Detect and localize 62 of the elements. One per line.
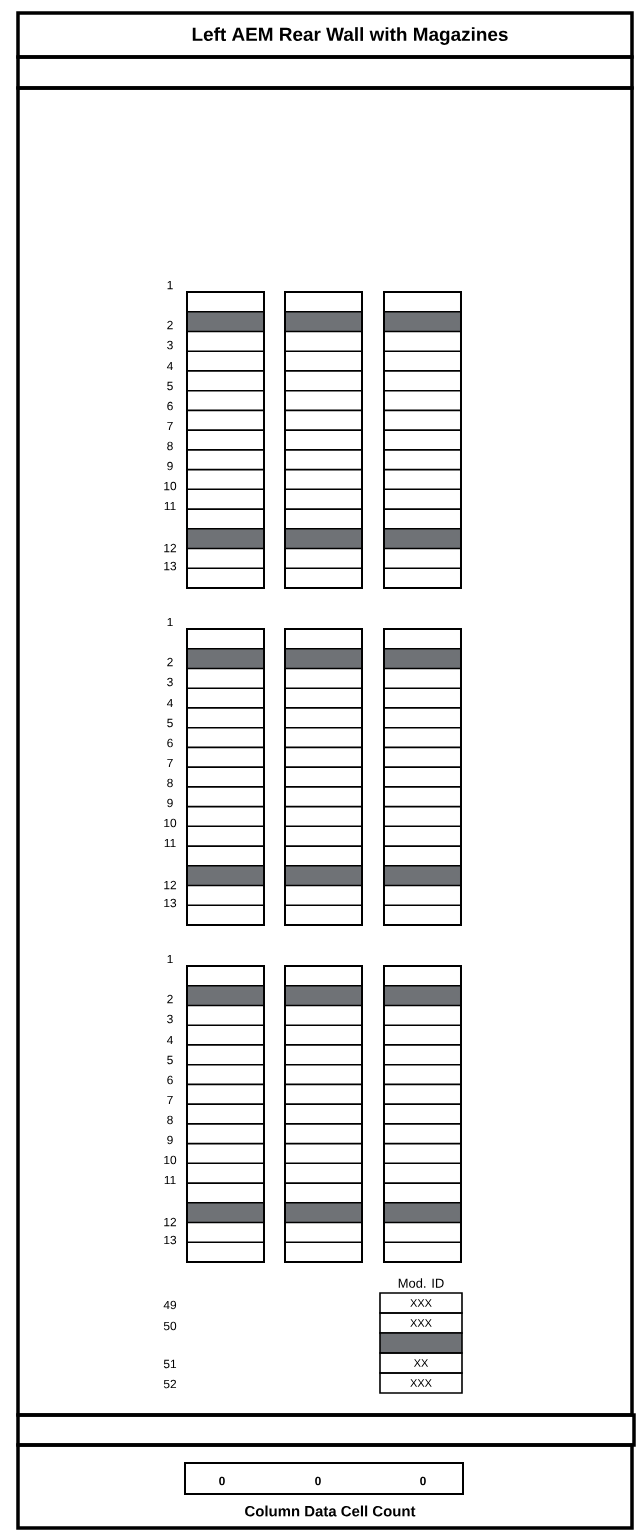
magazine-column	[383, 628, 462, 926]
row-number: 8	[167, 1115, 173, 1125]
row-number: 7	[167, 758, 173, 768]
module-cell	[379, 1332, 463, 1354]
row-number: 11	[164, 501, 176, 511]
row-number: 50	[163, 1321, 177, 1331]
row-number: 9	[167, 1135, 173, 1145]
magazine-column	[186, 628, 265, 926]
row-number: 2	[167, 657, 173, 667]
magazine-column	[284, 628, 363, 926]
row-number: 12	[164, 880, 177, 890]
row-number: 1	[167, 954, 173, 964]
row-number: 4	[166, 361, 173, 371]
row-number: 5	[167, 381, 173, 391]
row-number: 10	[164, 1155, 177, 1165]
row-number: 1	[167, 280, 173, 290]
row-number: 12	[164, 1217, 177, 1227]
magazine-column	[383, 291, 462, 589]
panel	[16, 1413, 636, 1447]
row-number: 6	[167, 738, 173, 748]
module-cell: XXX	[379, 1372, 463, 1394]
row-number: 3	[167, 1014, 173, 1024]
magazine-column	[284, 291, 363, 589]
row-number: 3	[167, 340, 173, 350]
row-number: 11	[164, 838, 176, 848]
row-number: 52	[163, 1379, 177, 1389]
row-number: 6	[167, 401, 173, 411]
row-number: 3	[167, 677, 173, 687]
count-box: 0 0 0 Column Data Cell Count	[184, 1462, 464, 1517]
magazine-column	[186, 291, 265, 589]
row-number: 10	[164, 481, 177, 491]
row-number: 10	[164, 818, 177, 828]
column-heading: Mod. ID	[398, 1278, 444, 1288]
magazine-column	[383, 965, 462, 1263]
magazine-column	[284, 965, 363, 1263]
row-number: 51	[163, 1359, 177, 1369]
title-band: Left AEM Rear Wall with Magazines	[16, 11, 634, 59]
module-cell: XX	[379, 1352, 463, 1374]
row-number: 9	[167, 798, 173, 808]
row-number: 12	[164, 543, 177, 553]
row-number: 8	[167, 441, 173, 451]
row-number: 7	[167, 1095, 173, 1105]
row-number: 9	[167, 461, 173, 471]
row-number: 13	[164, 898, 177, 908]
row-number: 5	[167, 718, 173, 728]
row-number: 13	[164, 561, 177, 571]
row-number: 1	[167, 617, 173, 627]
row-number: 49	[163, 1300, 177, 1310]
row-number: 4	[166, 698, 173, 708]
magazine-column	[186, 965, 265, 1263]
row-number: 5	[167, 1055, 173, 1065]
row-number: 7	[167, 421, 173, 431]
row-number: 2	[167, 994, 173, 1004]
node-label: Column Data Cell Count	[245, 1505, 416, 1517]
module-cell: XXX	[379, 1292, 463, 1314]
row-number: 4	[166, 1035, 173, 1045]
row-number: 8	[167, 778, 173, 788]
panel	[16, 1443, 634, 1530]
row-number: 2	[167, 320, 173, 330]
row-number: 11	[164, 1175, 176, 1185]
row-number: 6	[167, 1075, 173, 1085]
row-number: 13	[164, 1235, 177, 1245]
